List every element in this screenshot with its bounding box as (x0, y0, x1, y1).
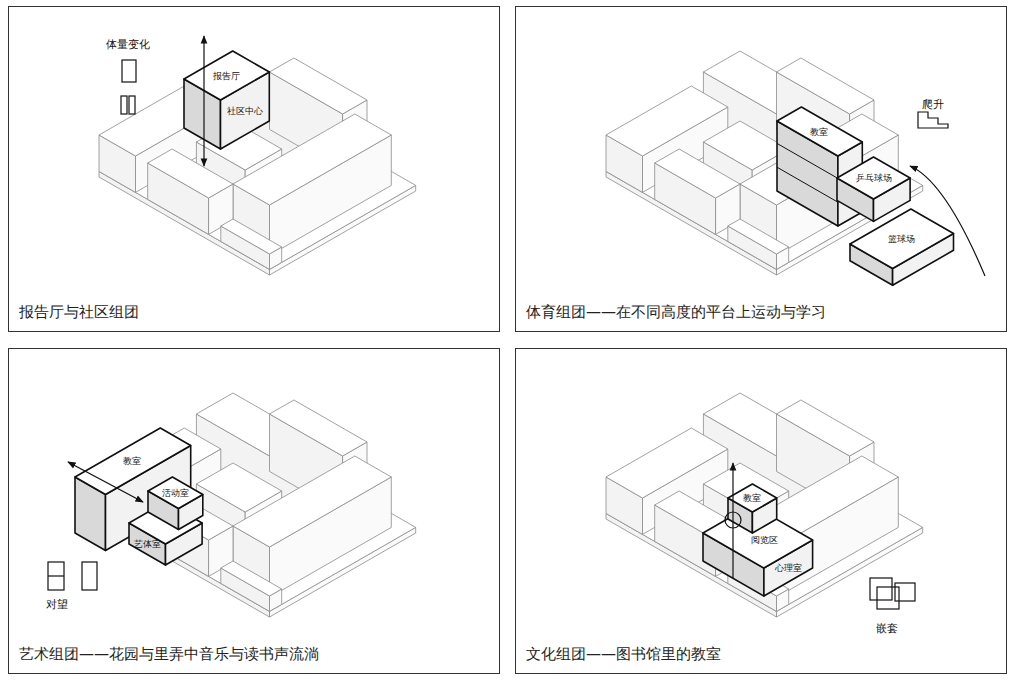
volume-label: 报告厅 (213, 70, 240, 81)
volume-icon (121, 96, 127, 114)
highlight-volume: 活动室 (145, 474, 206, 533)
concept-label: 对望 (46, 598, 68, 611)
concept-label: 嵌套 (876, 622, 898, 635)
nest-circle (725, 512, 741, 528)
highlight-volume: 教室 (774, 104, 865, 229)
panel-caption: 报告厅与社区组团 (19, 303, 139, 321)
volume-roof (728, 484, 777, 512)
group-panel: 文化组团——图书馆里的教室 教室阅览区心理室 (515, 348, 1007, 674)
volume-label: 乒乓球场 (856, 173, 892, 184)
nest-icon (870, 578, 892, 600)
volume-label: 教室 (123, 456, 141, 467)
volume-roof (184, 51, 269, 100)
view-icon (48, 562, 64, 590)
building-roof (777, 400, 875, 456)
volume-label: 篮球场 (888, 234, 915, 245)
group-panel: 体育组团——在不同高度的平台上运动与学习 教室乒乓球场篮球场 (515, 6, 1007, 332)
building-roof (233, 456, 391, 547)
building-roof (196, 463, 281, 512)
volume-roof (148, 477, 203, 509)
concept-label: 体量变化 (106, 38, 150, 51)
highlight-volume: 报告厅社区中心 (181, 48, 272, 152)
volume-shape (774, 104, 865, 229)
volume-shape (725, 481, 780, 536)
group-panel: 报告厅与社区组团 报告厅社区中心 (8, 6, 500, 332)
volume-shape (847, 206, 957, 288)
building-roof (777, 58, 875, 114)
panel-caption: 文化组团——图书馆里的教室 (526, 645, 721, 663)
highlight-volume: 篮球场 (847, 206, 957, 288)
panel-caption: 体育组团——在不同高度的平台上运动与学习 (526, 303, 826, 321)
volume-label: 心理室 (775, 563, 802, 574)
volume-label: 教室 (810, 126, 828, 137)
volume-roof (837, 157, 910, 199)
volume-shape (145, 474, 206, 533)
volume-label: 社区中心 (227, 105, 263, 116)
volume-roof (129, 502, 202, 544)
volume-shape (181, 48, 272, 152)
view-icon (48, 575, 64, 576)
volume-roof (703, 505, 813, 568)
view-icon (82, 562, 97, 590)
building-roof (221, 219, 282, 254)
volume-label: 艺体室 (134, 538, 161, 549)
building-roof (270, 400, 368, 456)
building-massing (516, 7, 1008, 333)
building-roof (655, 149, 740, 198)
volume-label: 教室 (743, 493, 761, 504)
building-roof (148, 149, 233, 198)
panel-caption: 艺术组团——花园与里弄中音乐与读书声流淌 (19, 645, 319, 663)
height-arrow (203, 36, 204, 166)
volume-label: 活动室 (162, 487, 189, 498)
highlight-volume: 教室 (725, 481, 780, 536)
volume-roof (850, 209, 954, 269)
building-roof (270, 58, 368, 114)
stair-icon (918, 112, 948, 128)
building-massing (9, 7, 501, 333)
volume-icon (129, 96, 135, 114)
view-arrow (68, 462, 143, 502)
group-panel: 艺术组团——花园与里弄中音乐与读书声流淌 教室活动室艺体室 (8, 348, 500, 674)
volume-label: 阅览区 (751, 535, 778, 546)
building-roof (221, 561, 282, 596)
concept-label: 爬升 (922, 98, 944, 111)
volume-icon (122, 60, 136, 82)
nest-icon (877, 587, 899, 609)
climb-arrow (910, 166, 985, 276)
building-roof (728, 219, 789, 254)
volume-roof (777, 107, 862, 156)
nest-arrow (732, 463, 733, 578)
nest-icon (895, 583, 915, 601)
